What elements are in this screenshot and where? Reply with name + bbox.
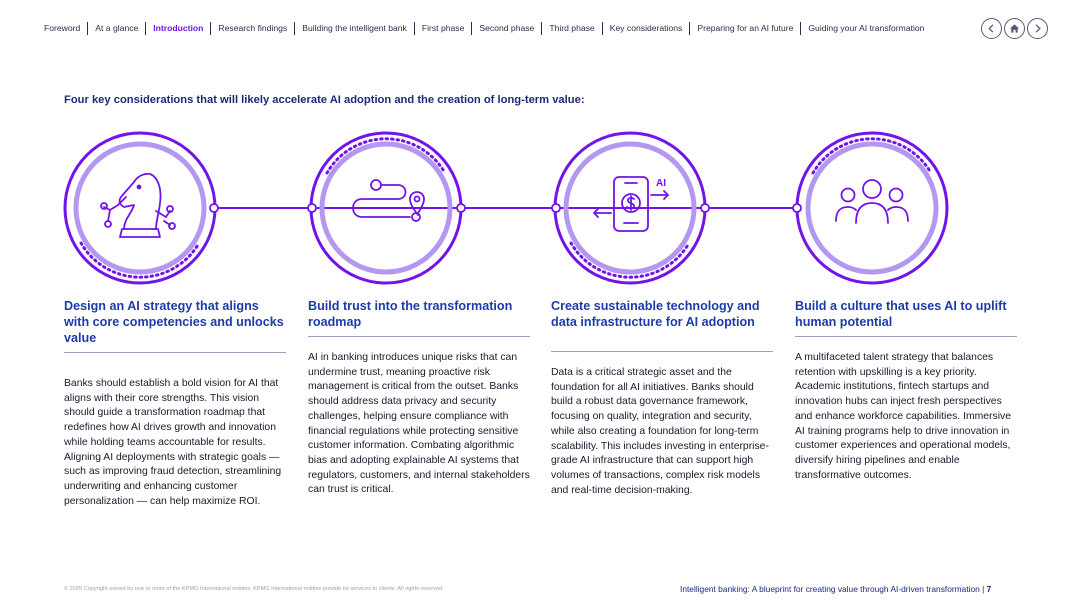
circle-node-1	[63, 131, 219, 285]
back-button[interactable]	[981, 18, 1002, 39]
circle-node-4	[792, 131, 949, 285]
consideration-title: Create sustainable technology and data i…	[551, 298, 773, 352]
footer-doc-title: Intelligent banking: A blueprint for cre…	[680, 584, 991, 594]
page-number: 7	[986, 584, 992, 594]
nav-buttons	[981, 18, 1048, 39]
nav-item-foreword[interactable]: Foreword	[44, 23, 81, 33]
route-pin-icon	[352, 179, 425, 222]
people-group-icon	[835, 179, 909, 224]
doc-title: Intelligent banking: A blueprint for cre…	[680, 584, 980, 594]
mobile-payment-icon	[593, 176, 669, 232]
section-heading: Four key considerations that will likely…	[64, 94, 585, 106]
nav-item-preparing-for-ai-future[interactable]: Preparing for an AI future	[689, 22, 800, 35]
back-icon	[988, 24, 994, 33]
home-icon	[1009, 24, 1020, 33]
consideration-title: Build trust into the transformation road…	[308, 298, 530, 337]
consideration-body: AI in banking introduces unique risks th…	[308, 352, 530, 496]
consideration-body: Banks should establish a bold vision for…	[64, 378, 282, 507]
consideration-column-2: Build trust into the transformation road…	[308, 298, 530, 498]
nav-item-introduction[interactable]: Introduction	[145, 22, 210, 35]
consideration-column-4: Build a culture that uses AI to uplift h…	[795, 298, 1017, 483]
circle-node-2	[307, 131, 466, 285]
footer-separator: |	[982, 584, 987, 594]
consideration-body: Data is a critical strategic asset and t…	[551, 367, 769, 496]
footer-copyright: © 2025 Copyright owned by one or more of…	[64, 586, 444, 592]
forward-button[interactable]	[1027, 18, 1048, 39]
consideration-title: Design an AI strategy that aligns with c…	[64, 298, 286, 353]
consideration-title: Build a culture that uses AI to uplift h…	[795, 298, 1017, 337]
nav-item-second-phase[interactable]: Second phase	[471, 22, 541, 35]
forward-icon	[1035, 24, 1041, 33]
nav-item-key-considerations[interactable]: Key considerations	[601, 22, 690, 35]
nav-item-at-a-glance[interactable]: At a glance	[87, 22, 145, 35]
nav-item-building-the-intelligent-bank[interactable]: Building the intelligent bank	[294, 22, 414, 35]
nav-item-first-phase[interactable]: First phase	[413, 22, 472, 35]
consideration-column-3: Create sustainable technology and data i…	[551, 298, 773, 498]
ai-badge: AI	[656, 178, 666, 189]
circle-node-3	[551, 131, 710, 285]
top-nav: Foreword At a glance Introduction Resear…	[44, 22, 931, 35]
nav-item-guiding-ai-transformation[interactable]: Guiding your AI transformation	[800, 22, 931, 35]
nav-item-third-phase[interactable]: Third phase	[541, 22, 601, 35]
chess-knight-icon	[100, 172, 176, 238]
consideration-body: A multifaceted talent strategy that bala…	[795, 352, 1011, 481]
considerations-diagram: AI	[63, 131, 949, 285]
consideration-column-1: Design an AI strategy that aligns with c…	[64, 298, 286, 509]
nav-item-research-findings[interactable]: Research findings	[210, 22, 294, 35]
home-button[interactable]	[1004, 18, 1025, 39]
